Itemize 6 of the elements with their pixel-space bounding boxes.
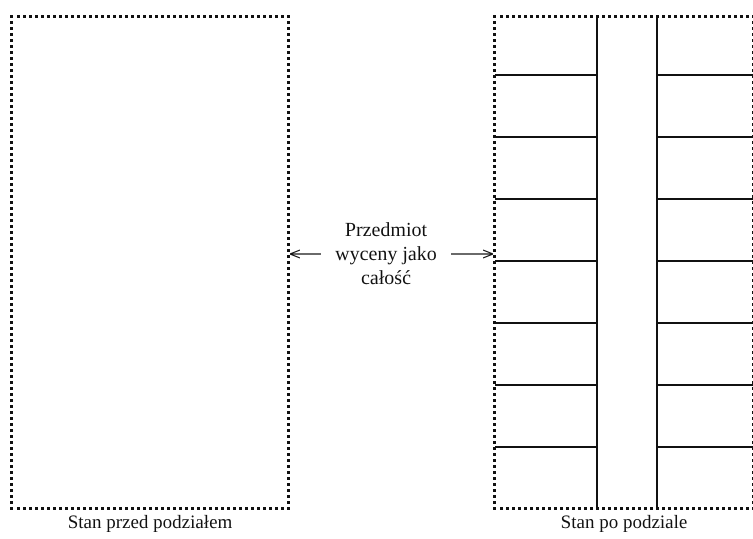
node-label: Stan przed podziałem (66, 512, 234, 534)
plot-outline (10, 15, 290, 510)
node-label: Stan po podziale (560, 512, 688, 534)
label-text: Przedmiot wyceny jako całość (321, 218, 451, 290)
arrow (451, 249, 494, 259)
arrow (289, 249, 321, 259)
